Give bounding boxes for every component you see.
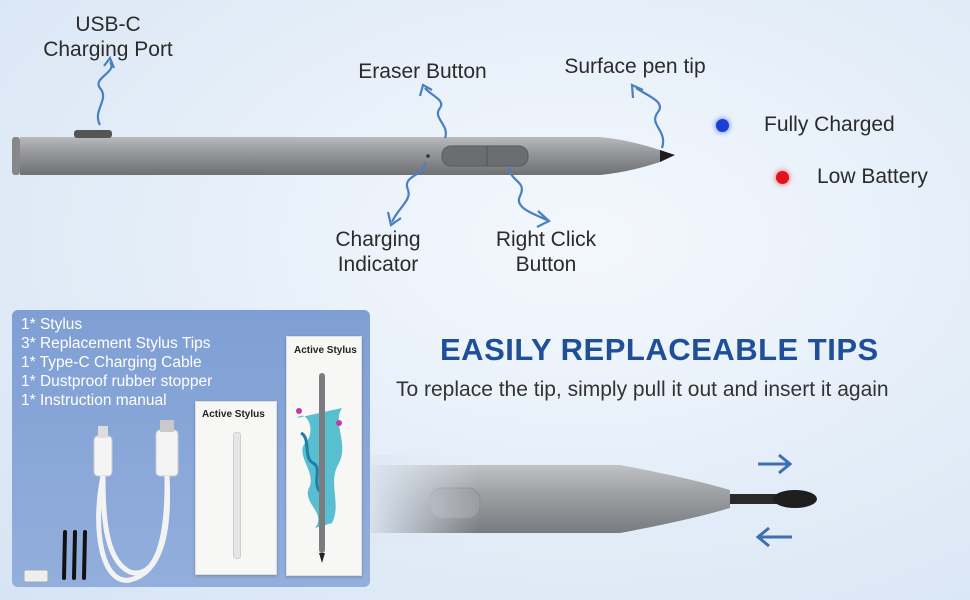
label-rightclick-line1: Right Click [495, 228, 597, 251]
label-indicator-line2: Indicator [337, 253, 419, 276]
legend-fully-charged: Fully Charged [764, 113, 895, 136]
contents-item: 3* Replacement Stylus Tips [21, 335, 211, 352]
charging-cable-illustration [23, 420, 179, 583]
label-pen-tip: Surface pen tip [564, 55, 706, 78]
label-right-click: Right Click Button [478, 227, 614, 277]
low-battery-dot [776, 171, 789, 184]
stylus-outline [233, 432, 241, 559]
contents-item: 1* Type-C Charging Cable [21, 354, 202, 371]
contents-item: 1* Dustproof rubber stopper [21, 373, 213, 390]
label-usb-line2: Charging Port [43, 38, 173, 61]
label-charging-indicator: Charging Indicator [318, 227, 438, 277]
package-box-small: Active Stylus [195, 401, 277, 575]
stylus-closeup [360, 455, 817, 545]
stylus-top [12, 130, 675, 175]
callout-arrows [96, 55, 665, 228]
package-box-large: Active Stylus [286, 336, 362, 576]
legend-low-battery: Low Battery [817, 165, 928, 188]
tip-arrows [755, 453, 793, 548]
label-usb-port: USB-C Charging Port [28, 12, 188, 62]
package-contents-panel: 1* Stylus 3* Replacement Stylus Tips 1* … [12, 310, 370, 587]
headline-replaceable-tips: EASILY REPLACEABLE TIPS [440, 332, 879, 367]
contents-item: 1* Instruction manual [21, 392, 167, 409]
package-title-large: Active Stylus [294, 345, 357, 356]
package-art [296, 373, 343, 563]
label-indicator-line1: Charging [335, 228, 421, 251]
label-eraser-button: Eraser Button [358, 60, 487, 83]
package-title-small: Active Stylus [202, 409, 265, 420]
subtitle-replace-instructions: To replace the tip, simply pull it out a… [396, 378, 889, 401]
contents-item: 1* Stylus [21, 316, 83, 333]
fully-charged-dot [716, 119, 729, 132]
contents-list: 1* Stylus 3* Replacement Stylus Tips 1* … [21, 315, 212, 410]
label-rightclick-line2: Button [515, 253, 577, 276]
label-usb-line1: USB-C [75, 13, 141, 36]
